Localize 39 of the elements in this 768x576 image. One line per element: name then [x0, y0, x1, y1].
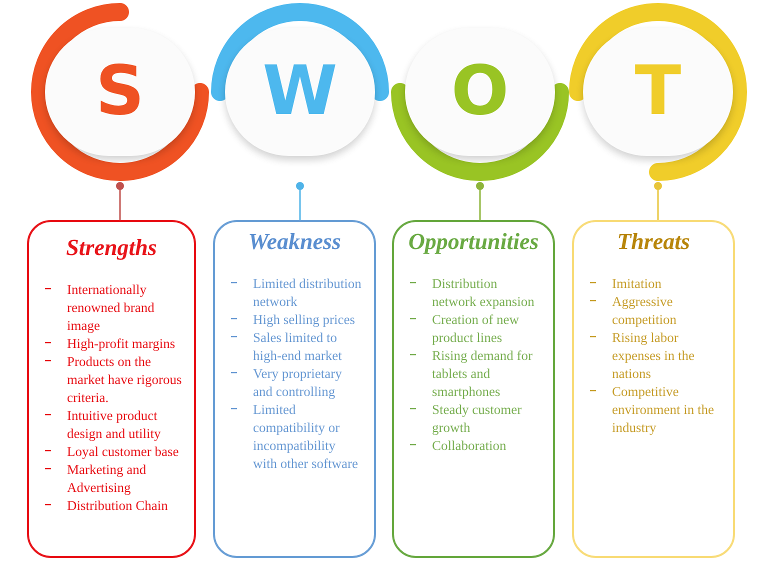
list-item: Internationally renowned brand image [67, 280, 156, 335]
list-item: Limited distribution network [253, 274, 362, 311]
connector-line [654, 182, 662, 220]
list-item: Aggressive competition [612, 292, 678, 329]
list-item: Steady customer growth [432, 400, 523, 437]
swot-card [213, 220, 376, 558]
connector-line [296, 182, 304, 220]
letter-circle [568, 2, 748, 182]
card-heading: Opportunities [407, 228, 540, 256]
swot-card [572, 220, 735, 558]
list-item: Competitive environment in the industry [612, 382, 715, 437]
list-item: Imitation [612, 274, 662, 293]
list-item: Marketing and Advertising [67, 460, 148, 497]
list-item: Distribution network expansion [432, 274, 536, 311]
list-item: Products on the market have rigorous criteria. [67, 352, 182, 407]
list-item: Loyal customer base [67, 442, 179, 461]
card-heading: Weakness [247, 228, 342, 256]
list-item: Very proprietary and controlling [253, 364, 343, 401]
swot-card [27, 220, 196, 558]
list-item: Collaboration [432, 436, 506, 455]
list-item: Rising labor expenses in the nations [612, 328, 696, 383]
list-item: Intuitive product design and utility [67, 406, 162, 443]
card-heading: Threats [616, 228, 691, 256]
list-item: Limited compatibility or incompatibility with other software [253, 400, 359, 473]
letter: T [634, 58, 682, 126]
list-item: Creation of new product lines [432, 310, 520, 347]
swot-card [392, 220, 555, 558]
list-item: High selling prices [253, 310, 355, 329]
list-item: Sales limited to high-end market [253, 328, 343, 365]
card-heading: Strengths [65, 234, 158, 262]
letter: S [96, 58, 144, 126]
list-item: High-profit margins [67, 334, 176, 353]
letter: W [262, 58, 338, 126]
list-item: Rising demand for tablets and smartphones [432, 346, 534, 401]
letter: O [451, 58, 509, 126]
connector-line [476, 182, 484, 220]
list-item: Distribution Chain [67, 496, 168, 515]
letter-circle [30, 2, 210, 182]
connector-line [116, 182, 124, 220]
